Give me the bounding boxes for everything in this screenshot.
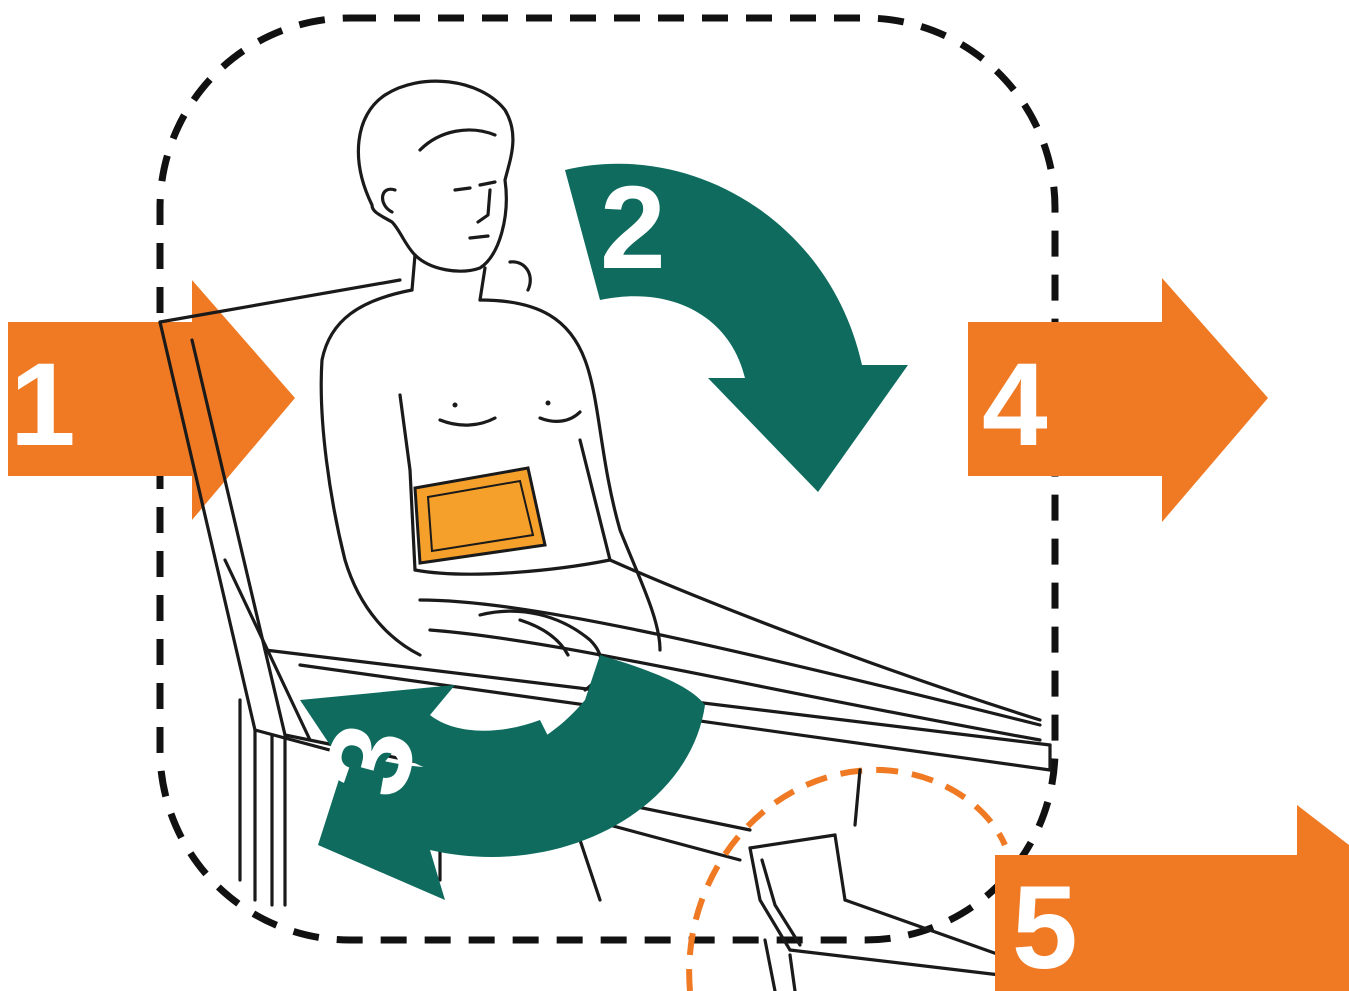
- chair-detail-inset: [750, 770, 1000, 991]
- step-5-arrow: 5: [995, 805, 1349, 991]
- step-4-label: 4: [982, 339, 1048, 471]
- step-2-arrow: 2: [565, 162, 908, 492]
- step-1-label: 1: [10, 339, 76, 471]
- heat-pad: [415, 468, 545, 563]
- step-1-arrow: 1: [8, 280, 295, 520]
- step-2-label: 2: [600, 162, 666, 294]
- step-5-label: 5: [1012, 862, 1078, 991]
- pad-icon: [415, 468, 545, 563]
- step-4-arrow: 4: [968, 278, 1268, 522]
